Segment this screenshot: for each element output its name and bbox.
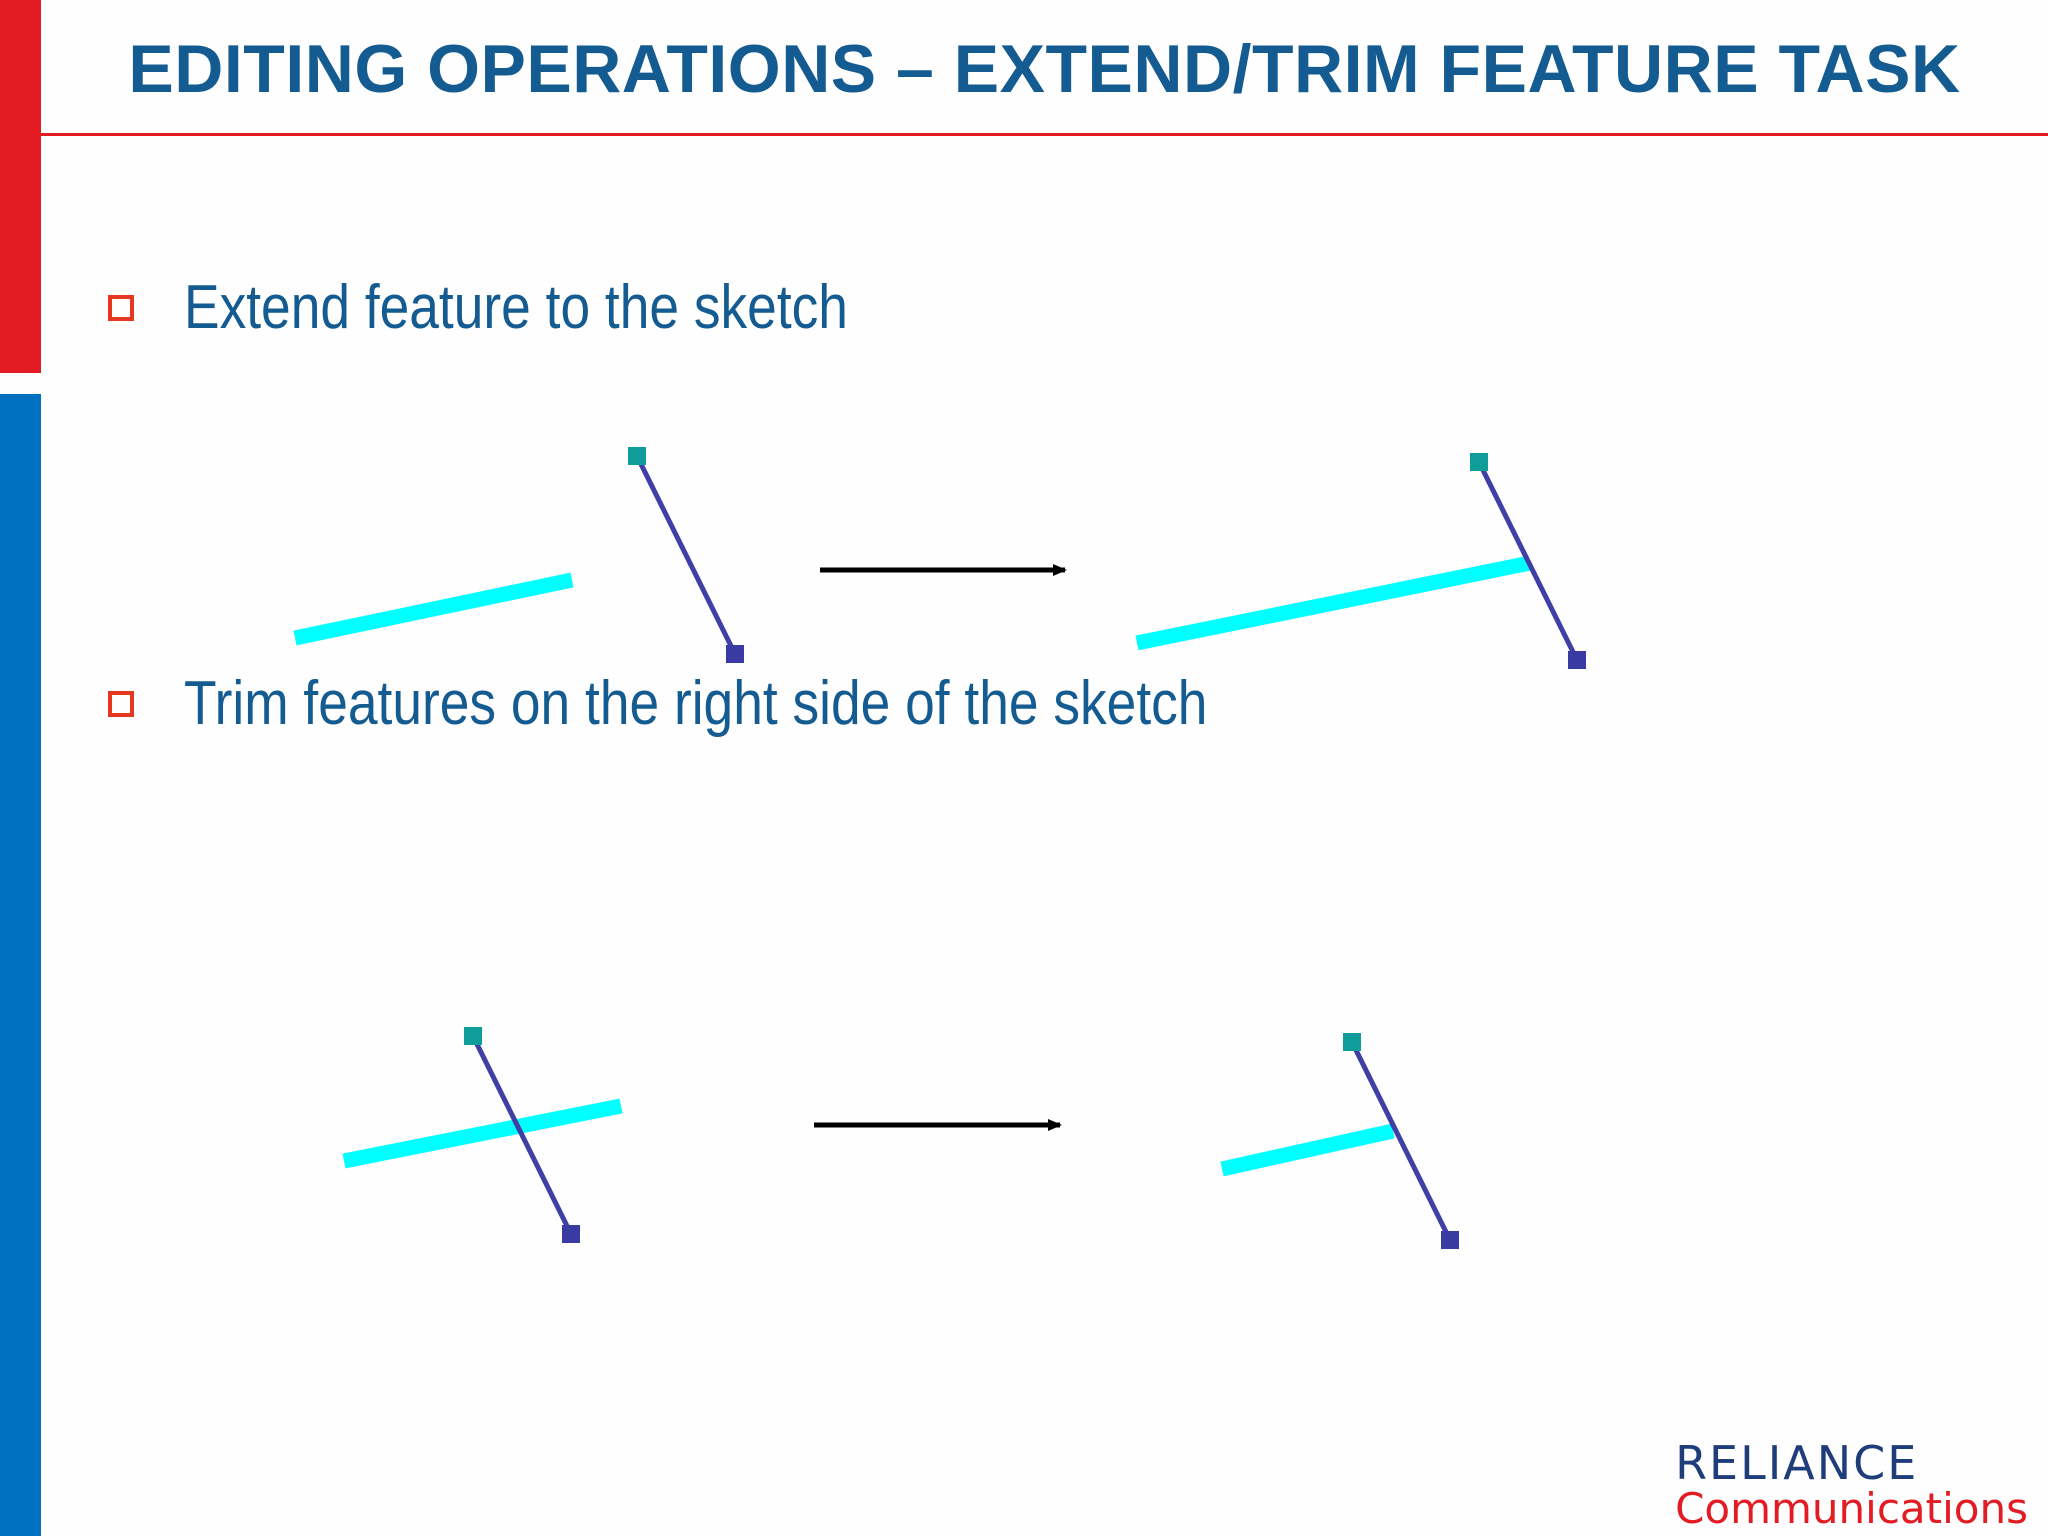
bullet-extend-text: Extend feature to the sketch <box>184 273 848 342</box>
feature-line <box>1220 1123 1395 1177</box>
bullet-trim: Trim features on the right side of the s… <box>108 668 1374 739</box>
sketch-start-vertex <box>1343 1033 1361 1051</box>
sketch-end-vertex <box>1568 651 1586 669</box>
left-accent-bar-blue <box>0 394 41 1536</box>
sketch-line <box>634 454 738 656</box>
sketch-start-vertex <box>464 1027 482 1045</box>
trim-after-diagram <box>1220 1033 1459 1249</box>
left-accent-bar-red <box>0 0 41 373</box>
extend-before-diagram <box>293 447 744 663</box>
extend-after-diagram <box>1135 453 1586 669</box>
title-underline <box>41 133 2048 136</box>
sketch-line <box>470 1034 574 1236</box>
hollow-square-bullet-icon <box>108 690 134 717</box>
trim-before-diagram <box>342 1027 623 1243</box>
slide-title: EDITING OPERATIONS – EXTEND/TRIM FEATURE… <box>128 31 1961 107</box>
sketch-end-vertex <box>726 645 744 663</box>
bullet-trim-text: Trim features on the right side of the s… <box>184 669 1208 738</box>
logo-subtitle: Communications <box>1675 1484 2028 1533</box>
sketch-line <box>1476 460 1580 662</box>
feature-line <box>342 1098 623 1169</box>
feature-line <box>1135 555 1532 651</box>
hollow-square-bullet-icon <box>108 294 134 321</box>
sketch-end-vertex <box>1441 1231 1459 1249</box>
sketch-start-vertex <box>628 447 646 465</box>
bullet-extend: Extend feature to the sketch <box>108 272 956 343</box>
logo-brand: RELIANCE <box>1675 1436 1919 1490</box>
sketch-start-vertex <box>1470 453 1488 471</box>
feature-line <box>293 572 574 646</box>
company-logo: RELIANCE Communications <box>1675 1440 2028 1532</box>
sketch-end-vertex <box>562 1225 580 1243</box>
sketch-line <box>1349 1040 1453 1242</box>
